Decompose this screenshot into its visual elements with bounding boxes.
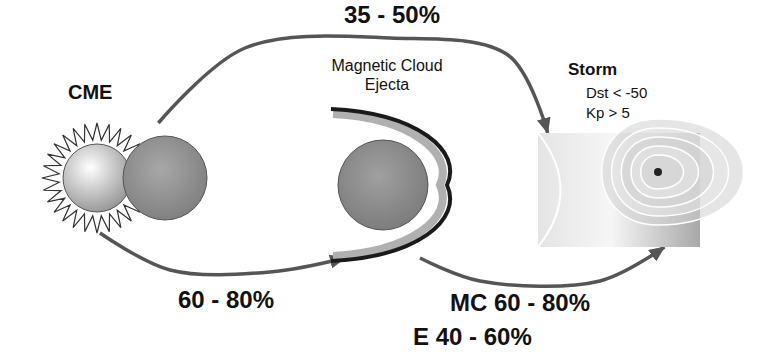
magnetic-cloud: Magnetic Cloud Ejecta	[325, 108, 450, 258]
field-line	[602, 119, 744, 225]
cme-bubble	[123, 136, 207, 220]
node-illustration	[325, 108, 450, 258]
field-line	[641, 155, 684, 189]
kp-index: Kp > 5	[586, 104, 630, 121]
storm-heading: Storm	[568, 60, 617, 80]
curved-arrow	[100, 233, 345, 275]
node-illustration	[538, 133, 700, 247]
cme-sun: CME	[38, 123, 210, 233]
edge-percentage: 35 - 50%	[341, 2, 443, 28]
edge-percentage: 60 - 80%	[175, 287, 277, 313]
field-line	[631, 146, 699, 198]
sun-disk	[63, 144, 131, 212]
dst-index: Dst < -50	[586, 84, 647, 101]
cme-heading: CME	[68, 81, 112, 104]
ejecta-heading: Magnetic Cloud Ejecta	[327, 56, 447, 94]
magnetic-cloud-body	[338, 140, 428, 230]
field-line	[612, 128, 729, 216]
bow-shock	[538, 133, 561, 247]
field-line	[621, 137, 713, 207]
curved-arrow	[420, 247, 664, 286]
shock-front	[331, 109, 450, 261]
edge-percentage: MC 60 - 80%	[447, 290, 593, 316]
magnetosphere: StormDst < -50Kp > 5	[538, 133, 700, 247]
earth-dot	[654, 168, 662, 176]
ejecta-percentage: E 40 - 60%	[410, 324, 535, 350]
node-illustration	[38, 123, 210, 233]
